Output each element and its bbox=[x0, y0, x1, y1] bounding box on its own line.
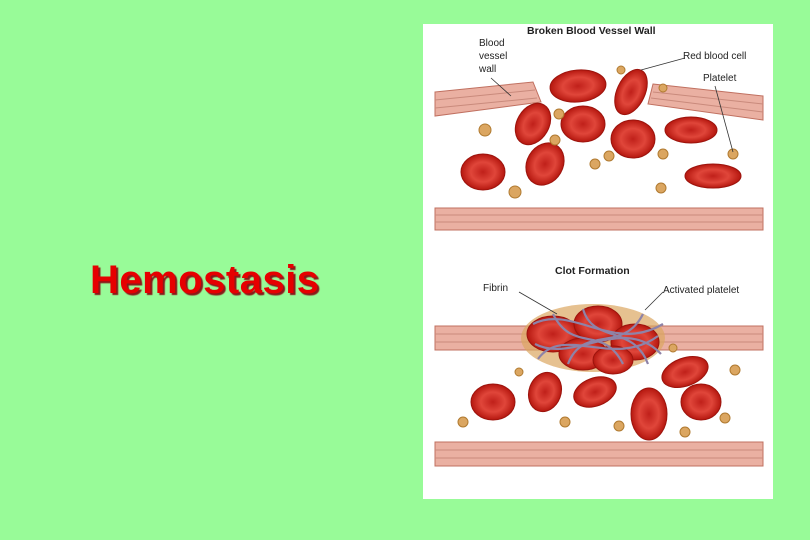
label-activated-platelet: Activated platelet bbox=[663, 286, 739, 296]
top-heading: Broken Blood Vessel Wall bbox=[527, 26, 656, 36]
slide-title: Hemostasis bbox=[90, 258, 320, 303]
label-wall: wall bbox=[479, 65, 496, 75]
top-vessel-lower-wall bbox=[435, 208, 763, 230]
label-fibrin: Fibrin bbox=[483, 284, 508, 294]
clot bbox=[521, 304, 665, 374]
bottom-vessel-lower-wall bbox=[435, 442, 763, 466]
bottom-heading: Clot Formation bbox=[555, 266, 630, 276]
label-platelet: Platelet bbox=[703, 74, 736, 84]
vessel-illustration bbox=[423, 24, 773, 499]
hemostasis-figure: Broken Blood Vessel Wall Blood vessel wa… bbox=[423, 24, 773, 499]
top-red-blood-cells bbox=[461, 64, 741, 192]
label-vessel: vessel bbox=[479, 52, 507, 62]
label-blood: Blood bbox=[479, 39, 505, 49]
label-red-blood-cell: Red blood cell bbox=[683, 52, 746, 62]
